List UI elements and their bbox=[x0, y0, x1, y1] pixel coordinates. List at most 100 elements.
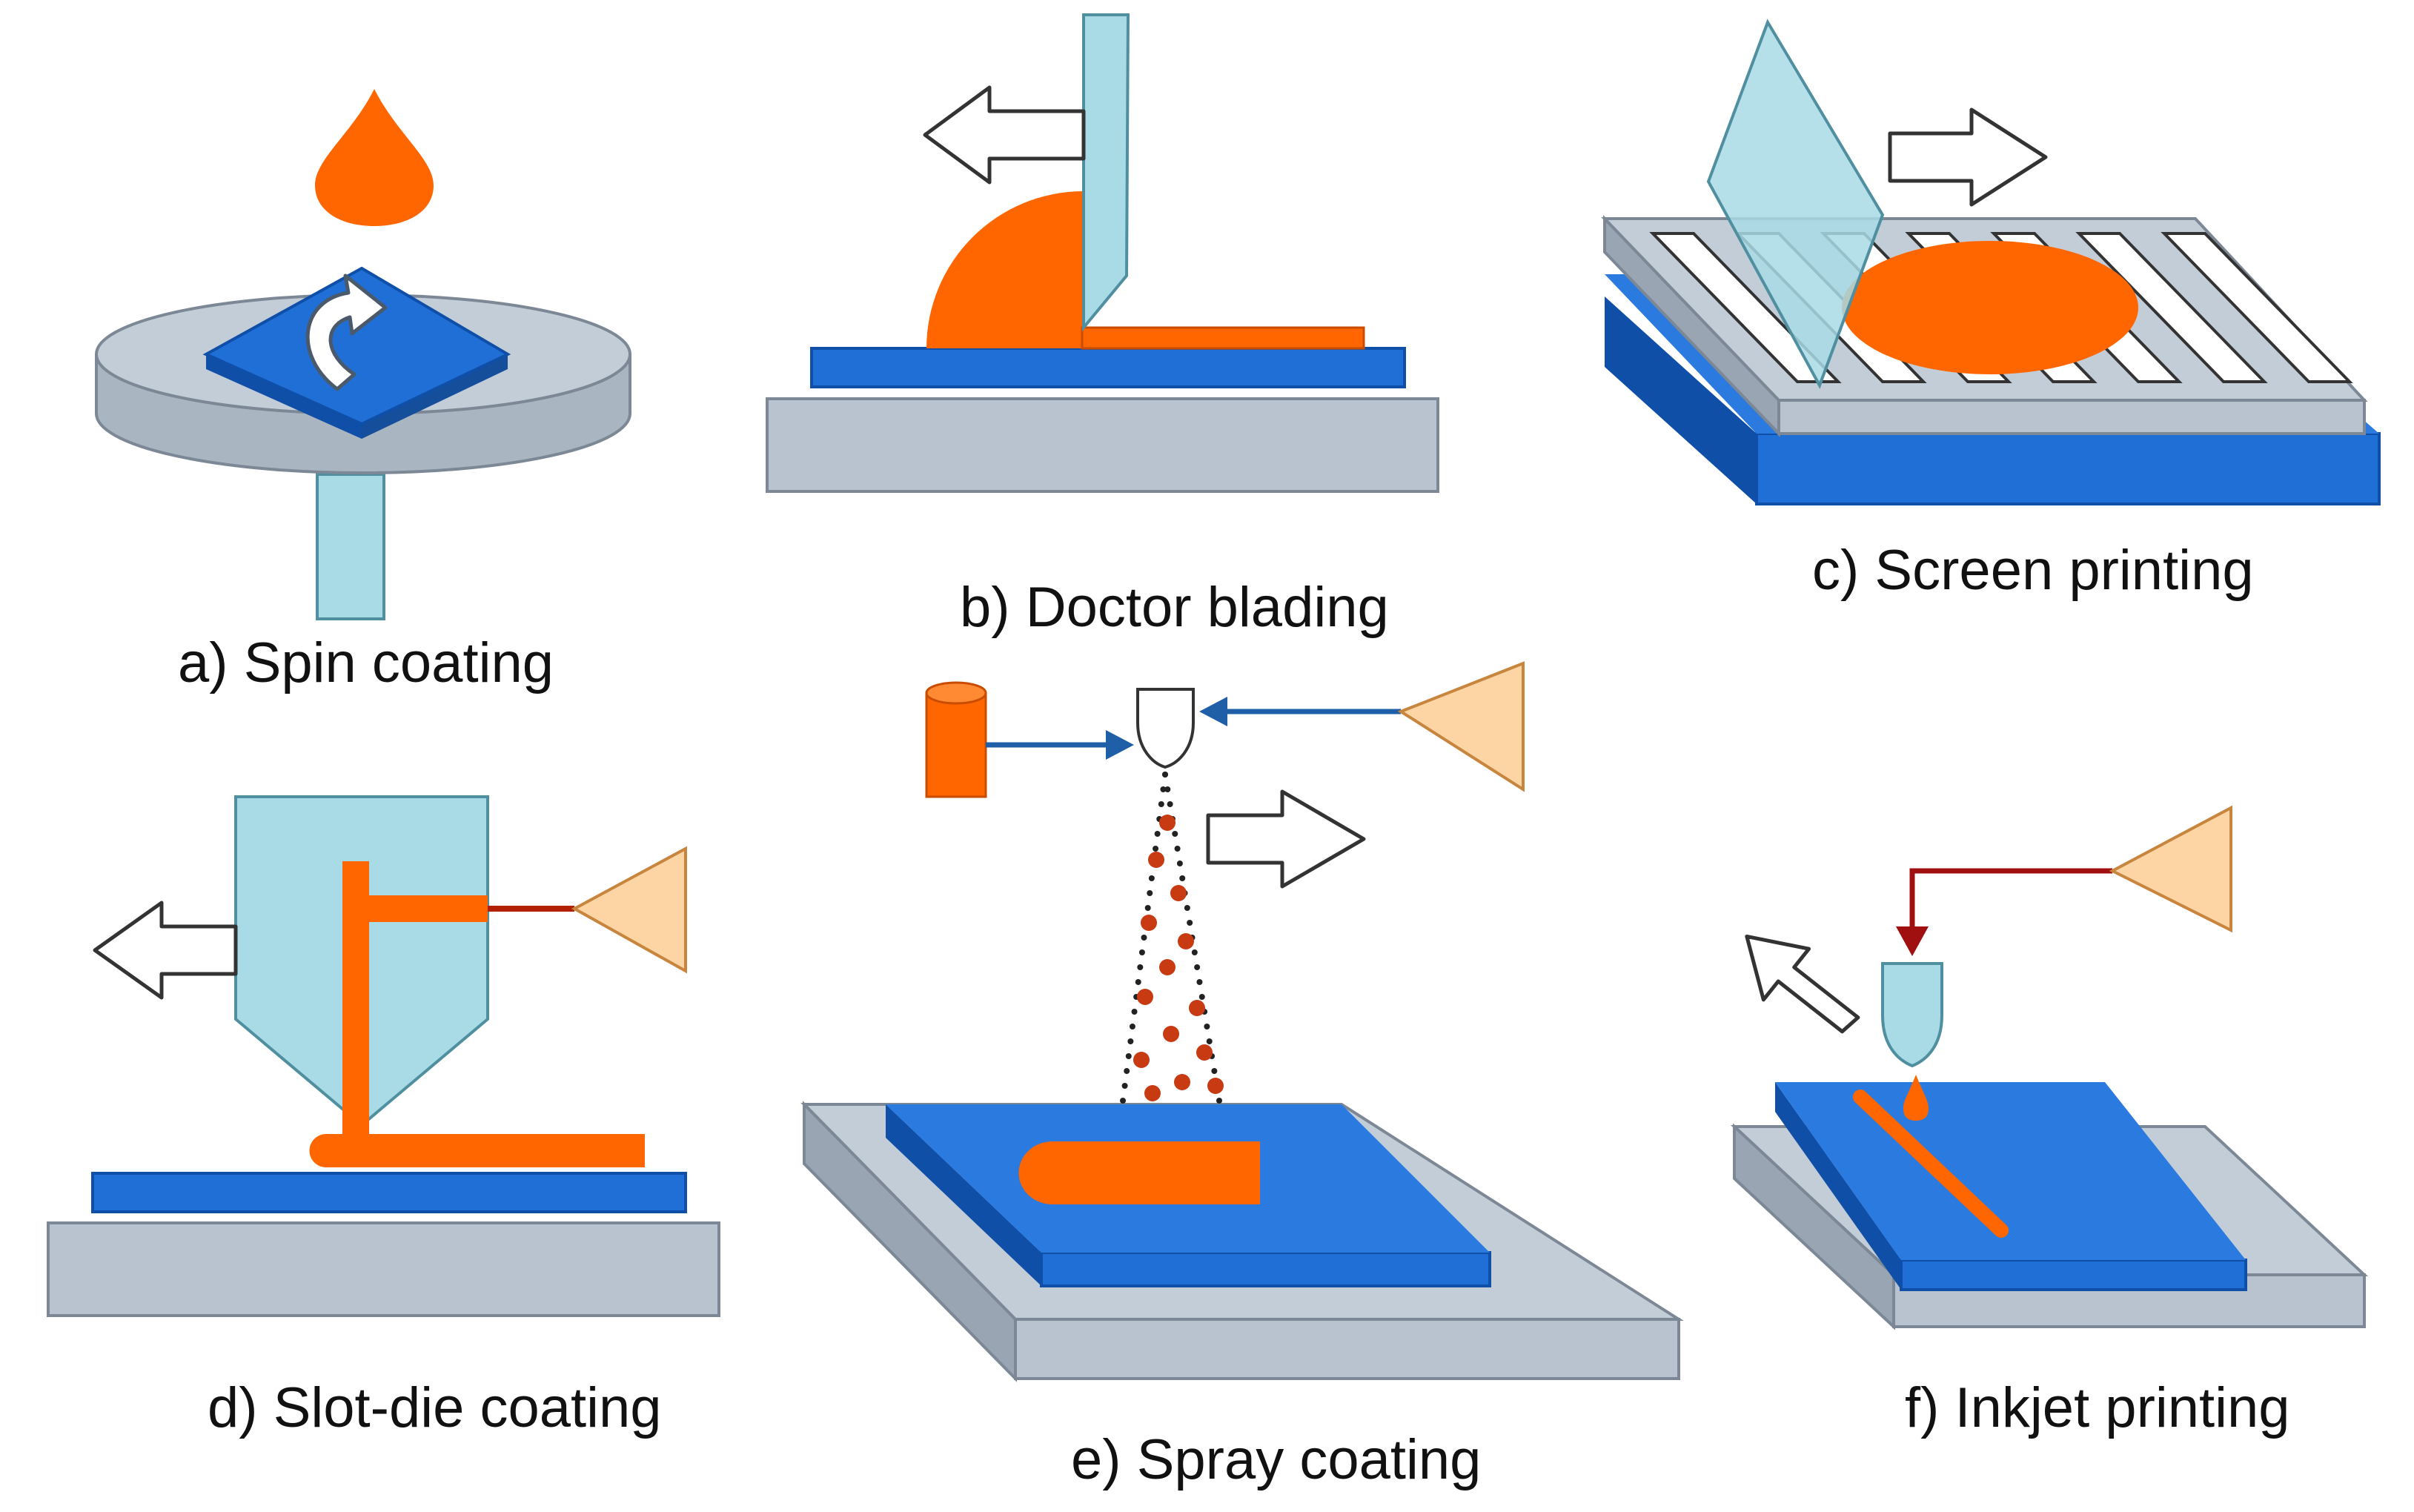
caption-spin-coating: a) Spin coating bbox=[178, 631, 554, 694]
spin-substrate-side bbox=[206, 354, 362, 439]
spray-edge-dot bbox=[1121, 1083, 1128, 1089]
spray-base-front bbox=[1014, 1318, 1680, 1380]
spray-droplet bbox=[1133, 1052, 1150, 1068]
spray-edge-dot bbox=[1148, 875, 1155, 881]
spin-substrate bbox=[202, 266, 511, 426]
spray-edge-dot bbox=[1131, 1009, 1138, 1015]
panel-inkjet-printing: f) Inkjet printing bbox=[1730, 805, 2369, 1439]
spray-edge-dot bbox=[1120, 1098, 1126, 1104]
spray-edge-dot bbox=[1179, 875, 1186, 881]
panel-doctor-blading: b) Doctor blading bbox=[766, 13, 1439, 639]
rotate-arrow-icon bbox=[305, 273, 388, 391]
inkjet-drop bbox=[1903, 1075, 1929, 1121]
spray-edge-dot bbox=[1198, 994, 1205, 1000]
screen-substrate-front bbox=[1605, 296, 1757, 504]
direction-arrow-icon bbox=[1206, 789, 1366, 889]
panel-spray-coating: e) Spray coating bbox=[800, 661, 1684, 1491]
spray-edge-dot bbox=[1187, 920, 1193, 926]
spray-substrate-front bbox=[1040, 1251, 1491, 1287]
caption-doctor-blading: b) Doctor blading bbox=[960, 576, 1389, 639]
spray-edge-dot bbox=[1154, 831, 1161, 837]
ink-reservoir-blading bbox=[926, 191, 1084, 348]
spray-droplet bbox=[1196, 1044, 1213, 1061]
panel-spin-coating: a) Spin coating bbox=[95, 89, 631, 694]
spray-droplet bbox=[1170, 885, 1187, 901]
spray-edge-dot bbox=[1158, 801, 1164, 807]
spray-droplet bbox=[1141, 915, 1157, 931]
spray-edge-dot bbox=[1211, 1068, 1218, 1074]
caption-spray-coating: e) Spray coating bbox=[1071, 1428, 1481, 1491]
direction-arrow-icon bbox=[93, 901, 238, 1000]
spray-edge-dot bbox=[1176, 861, 1183, 866]
spray-droplet bbox=[1137, 989, 1153, 1005]
gas-supply-icon bbox=[2109, 805, 2232, 933]
caption-screen-printing: c) Screen printing bbox=[1812, 539, 2254, 602]
nozzle-icon bbox=[1136, 688, 1195, 769]
spray-edge-dot bbox=[1135, 979, 1141, 985]
doctor-blade bbox=[1082, 13, 1130, 332]
spray-edge-dot bbox=[1162, 772, 1168, 777]
spray-droplet bbox=[1159, 815, 1176, 831]
caption-slot-die-coating: d) Slot-die coating bbox=[208, 1376, 662, 1439]
spray-edge-dot bbox=[1160, 786, 1167, 792]
panel-slot-die-coating: d) Slot-die coating bbox=[47, 795, 720, 1439]
direction-arrow-icon bbox=[1745, 934, 1860, 1034]
spray-edge-dot bbox=[1129, 1024, 1135, 1029]
spray-edge-dot bbox=[1196, 979, 1203, 985]
wet-film-slotdie bbox=[309, 1134, 645, 1167]
spray-edge-dot bbox=[1184, 905, 1190, 911]
spray-edge-dot bbox=[1141, 935, 1147, 941]
droplet-icon bbox=[315, 89, 434, 226]
spray-edge-dot bbox=[1127, 1038, 1134, 1044]
spray-edge-dot bbox=[1174, 846, 1181, 852]
screen-frame-front bbox=[1777, 399, 2366, 435]
spray-edge-dot bbox=[1206, 1038, 1213, 1044]
gas-supply-icon bbox=[1397, 661, 1525, 792]
caption-inkjet-printing: f) Inkjet printing bbox=[1905, 1376, 2290, 1439]
spray-droplet bbox=[1207, 1078, 1224, 1094]
inkjet-feed-line bbox=[1909, 868, 2112, 930]
slot-die-channel-horizontal bbox=[342, 895, 488, 922]
spray-droplet bbox=[1189, 1000, 1205, 1016]
spray-plume bbox=[1120, 772, 1224, 1104]
spray-edge-dot bbox=[1138, 949, 1145, 955]
direction-arrow-icon bbox=[1888, 107, 2048, 207]
spray-edge-dot bbox=[1204, 1024, 1210, 1029]
blading-substrate bbox=[810, 347, 1406, 388]
spray-edge-dot bbox=[1164, 786, 1171, 792]
spray-edge-dot bbox=[1124, 1068, 1130, 1074]
wet-film-blading bbox=[1081, 326, 1365, 350]
slotdie-substrate bbox=[91, 1172, 687, 1213]
spray-droplet bbox=[1163, 1026, 1179, 1042]
ink-reservoir-icon bbox=[925, 692, 987, 798]
inkjet-substrate-side bbox=[1775, 1082, 1901, 1290]
blading-base bbox=[766, 397, 1439, 493]
spray-edge-dot bbox=[1167, 801, 1173, 807]
squeegee-blade bbox=[1706, 19, 1885, 389]
inkjet-substrate-front bbox=[1900, 1259, 2247, 1291]
spray-edge-dot bbox=[1216, 1098, 1222, 1104]
spray-edge-dot bbox=[1172, 831, 1178, 837]
gas-supply-icon bbox=[571, 846, 687, 974]
spray-droplet bbox=[1174, 1074, 1190, 1090]
slotdie-base bbox=[47, 1221, 720, 1317]
direction-arrow-icon bbox=[923, 85, 1086, 185]
spray-droplet bbox=[1159, 959, 1176, 975]
spray-edge-dot bbox=[1125, 1053, 1132, 1059]
spray-edge-dot bbox=[1153, 846, 1159, 852]
spin-shaft bbox=[316, 473, 385, 620]
spray-edge-dot bbox=[1191, 949, 1198, 955]
spray-edge-dot bbox=[1147, 890, 1153, 896]
nozzle-icon bbox=[1881, 962, 1943, 1068]
printed-line bbox=[1853, 1090, 2009, 1238]
spray-droplet bbox=[1178, 933, 1194, 949]
spray-substrate-side bbox=[886, 1104, 1041, 1286]
spray-droplet bbox=[1144, 1085, 1161, 1101]
panel-screen-printing: c) Screen printing bbox=[1601, 19, 2381, 602]
spray-edge-dot bbox=[1137, 964, 1144, 970]
spray-edge-dot bbox=[1144, 905, 1151, 911]
spray-edge-dot bbox=[1194, 964, 1201, 970]
spray-deposit bbox=[1018, 1141, 1260, 1204]
spray-droplet bbox=[1148, 852, 1164, 868]
